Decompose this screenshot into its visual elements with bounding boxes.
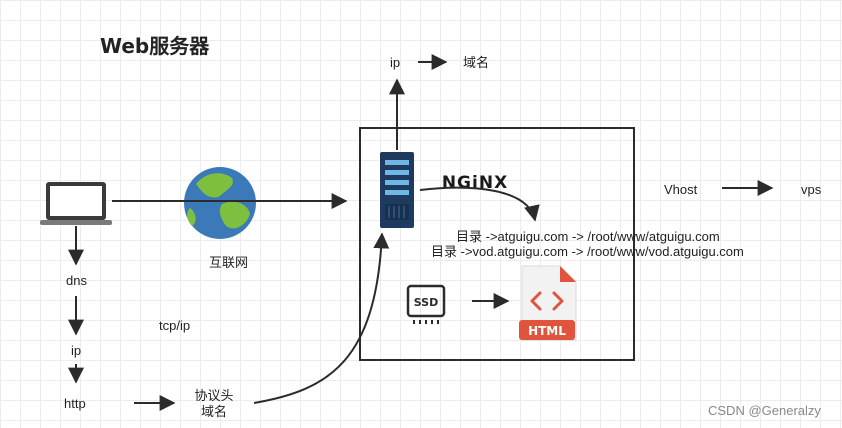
header-label-line2: 域名 xyxy=(200,404,227,419)
html-label: HTML xyxy=(528,324,566,338)
dir-mapping-1: 目录 ->atguigu.com -> /root/www/atguigu.co… xyxy=(456,229,720,244)
dir-mapping-2: 目录 ->vod.atguigu.com -> /root/www/vod.at… xyxy=(431,244,744,259)
html-file-icon: HTML xyxy=(519,265,577,341)
header-label-line1: 协议头 xyxy=(194,388,234,403)
watermark: CSDN @Generalzy xyxy=(708,403,821,418)
ssd-label: SSD xyxy=(414,296,438,309)
ip-left-label: ip xyxy=(71,343,82,358)
server-icon xyxy=(380,152,414,228)
domain-top-label: 域名 xyxy=(463,55,490,70)
server-box xyxy=(359,127,635,361)
tcp-ip-label: tcp/ip xyxy=(159,318,191,333)
http-label: http xyxy=(64,396,86,411)
globe-icon xyxy=(184,167,256,239)
ip-top-label: ip xyxy=(390,55,401,70)
dns-label: dns xyxy=(66,273,87,288)
vhost-label: Vhost xyxy=(664,182,698,197)
laptop-icon xyxy=(40,182,112,225)
ssd-icon: SSD xyxy=(406,284,446,324)
vps-label: vps xyxy=(801,182,822,197)
nginx-logo: NGiNX xyxy=(442,173,508,193)
internet-label: 互联网 xyxy=(209,255,249,270)
page-title: Web服务器 xyxy=(100,34,210,58)
arrow-header-to-server xyxy=(253,232,390,404)
arrow-nginx-to-dirs xyxy=(419,186,540,222)
